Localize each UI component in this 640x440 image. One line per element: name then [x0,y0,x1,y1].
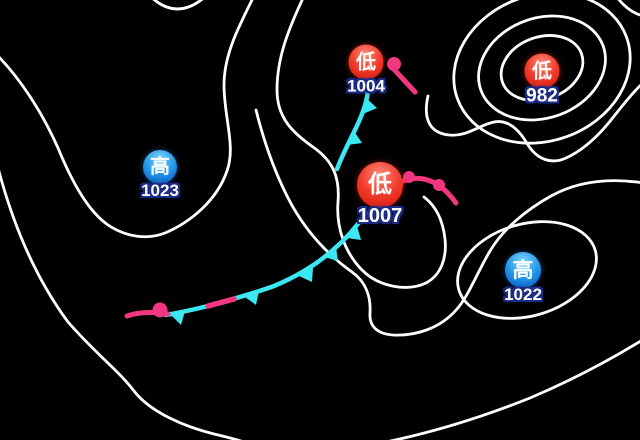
isobar-982-outer-wave [424,83,640,163]
high-symbol: 高 [512,258,534,282]
pressure-value: 1007 [357,205,403,227]
cold-front-triangle [299,268,313,282]
pressure-marker-high-1023[interactable]: 高 1023 [141,150,179,200]
warm-front-bump [387,57,401,71]
isobar-982-ring-2 [477,14,607,122]
cold-front-triangle [171,311,185,325]
warm-front-1004 [387,57,418,95]
pressure-marker-high-1022[interactable]: 高 1022 [504,252,542,304]
high-symbol: 高 [150,156,170,178]
warm-front-1007 [396,171,459,206]
isobar-around-high-1022 [456,220,598,320]
pressure-value: 982 [526,85,558,107]
warm-front-bump [403,171,415,183]
low-symbol: 低 [368,171,392,198]
warm-front-bump [433,179,445,191]
isobar-center-hook [275,0,447,289]
cold-front-1007 [124,210,369,325]
cold-front-triangle [347,226,361,240]
low-symbol: 低 [532,60,552,82]
isobar-around-high-1023 [0,0,254,239]
pressure-marker-low-1007[interactable]: 低 1007 [357,162,403,227]
pressure-value: 1023 [141,181,179,200]
pressure-value: 1022 [504,285,542,304]
pressure-marker-low-1004[interactable]: 低 1004 [347,44,385,96]
isobar-top-right-corner [617,0,640,17]
isobar-bottom-right-diagonal [388,339,640,440]
cold-front-triangle [363,98,377,114]
pressure-value: 1004 [347,76,385,96]
isobar-982-ring-1 [499,34,585,102]
cold-front-triangle [245,291,259,305]
isobar-top-dip [152,0,204,11]
cold-front-triangle [347,131,362,145]
low-symbol: 低 [356,51,376,73]
cold-front-triangle [324,247,338,261]
stationary-front-segment [205,296,237,309]
cold-front-1004 [334,87,377,172]
warm-front-bump [152,302,168,318]
isobar-long-trough [254,108,640,337]
isobar-982-ring-3 [452,0,632,145]
isobar-far-left [0,169,243,440]
pressure-marker-low-982[interactable]: 低 982 [524,53,560,107]
